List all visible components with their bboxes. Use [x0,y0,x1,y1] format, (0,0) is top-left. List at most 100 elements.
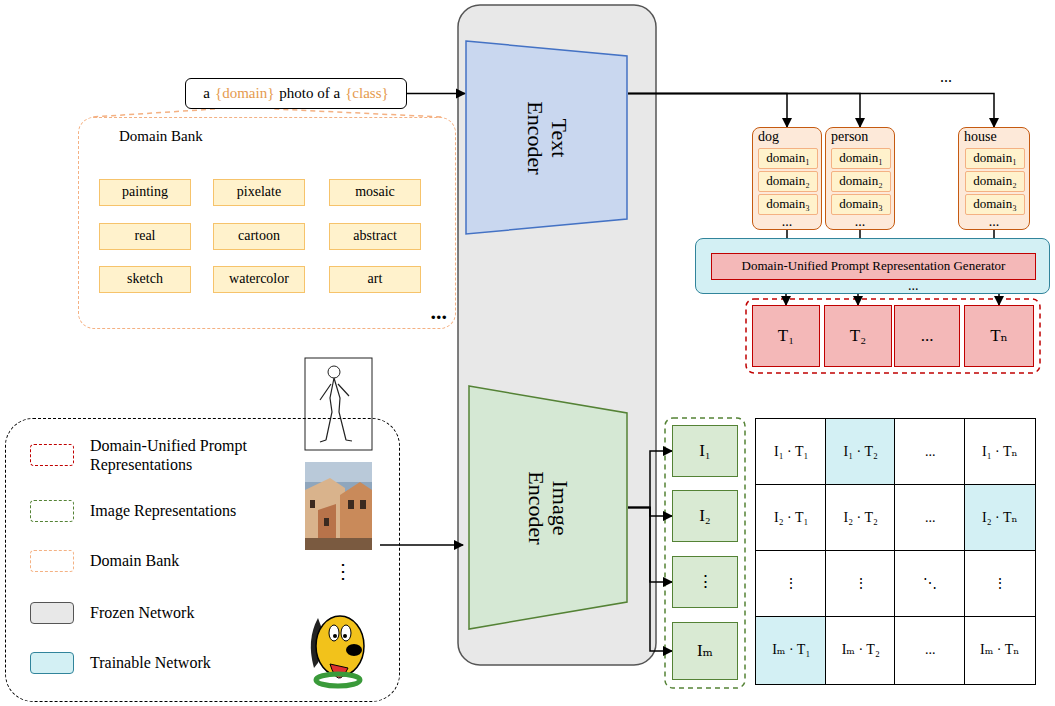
similarity-cell: ⋮ [755,550,828,619]
ellipsis-label: ⋮ [333,560,353,582]
node-text: I₂ · Tₙ [982,510,1018,526]
cartoon-image [311,616,364,686]
legend-text: Domain-Unified Prompt Representations [90,436,330,474]
trapezoid-outline [466,41,627,234]
prompt-representation: T₂ [824,305,892,367]
similarity-cell: Iₘ · T₁ [755,616,828,685]
domain-tag: domain₃ [831,194,891,215]
class-group: house... domain₁ domain₂ domain₃ [958,127,1030,230]
legend-swatch [30,652,74,674]
node-text: Image Encoder [524,453,572,563]
image-representation: Iₘ [672,622,738,680]
node-text: mosaic [355,184,395,200]
connector [628,508,672,652]
node-text: I₂ · T₂ [844,510,878,526]
image-group-outline [665,418,745,688]
node-text: cartoon [238,228,280,244]
node-text: domain₁ [973,151,1017,166]
node-text: real [135,228,156,244]
similarity-cell: ... [894,418,967,487]
domain-tag: domain₂ [965,171,1025,192]
node-text: Iₘ · T₂ [842,642,880,658]
similarity-cell: I₁ · Tₙ [964,418,1037,487]
domain-tag: watercolor [213,266,305,293]
node-text: domain₁ [839,151,883,166]
domain-tag: domain₃ [758,194,818,215]
legend-swatch [30,602,74,624]
connector [407,93,465,95]
encoder-trapezoid: Image Encoder [468,385,628,630]
image-representation: I₂ [672,490,738,542]
node-text: I₁ · T₂ [844,444,878,460]
node-text: T₁ [778,326,794,346]
node-text: {class} [345,85,389,102]
domain-bank: Domain Bank...paintingpixelatemosaicreal… [78,117,456,329]
node-text: ⋮ [697,572,714,592]
node-text: abstract [353,228,397,244]
node-text: domain₃ [839,197,883,212]
node-text: I₂ · T₁ [774,510,808,526]
painting-image [305,462,372,550]
similarity-cell: ⋱ [894,550,967,619]
trapezoid-outline [469,386,627,629]
node-text: ... [921,326,934,346]
connector [628,94,860,128]
legend-swatch [30,500,74,522]
connector [628,94,787,128]
domain-tag: mosaic [329,179,421,206]
connector [628,94,994,128]
domain-tag: domain₂ [831,171,891,192]
node-text: ... [925,510,936,526]
node-text: {domain} [215,85,274,102]
domain-tag: domain₁ [831,148,891,169]
image-input-arrow [380,544,463,546]
domain-tag: domain₁ [965,148,1025,169]
node-text: ... [908,280,919,292]
node-text: domain₃ [973,197,1017,212]
legend-swatch [30,550,74,572]
node-text: Text Encoder [522,83,570,193]
legend-text: Image Representations [90,501,330,520]
similarity-cell: I₂ · T₂ [825,484,898,553]
generator-panel: ... Domain-Unified Prompt Representation … [695,238,1050,294]
domain-tag: abstract [329,223,421,250]
node-text: Iₘ · Tₙ [980,642,1019,658]
connector [92,109,442,117]
node-text: ... [959,216,1029,228]
legend-swatch [30,444,74,466]
node-text: Domain-Unified Prompt Representation Gen… [742,259,1006,274]
node-text: Domain Bank [119,128,203,145]
node-text: Tₙ [990,326,1008,346]
similarity-cell: Iₘ · T₂ [825,616,898,685]
node-text: I₁ [699,441,711,461]
domain-tag: real [99,223,191,250]
legend-box: Domain-Unified Prompt RepresentationsIma… [5,418,400,702]
prompt-representation: T₁ [752,305,820,367]
legend-text: Frozen Network [90,603,330,622]
domain-tag: art [329,266,421,293]
domain-tag: domain₂ [758,171,818,192]
generator-box: Domain-Unified Prompt Representation Gen… [711,253,1036,280]
prompt-representation: Tₙ [964,305,1034,367]
node-text: ... [753,216,821,228]
frozen-panel [458,5,656,665]
prompt-representation: ... [894,305,960,367]
domain-tag: domain₁ [758,148,818,169]
node-text: ... [925,642,936,658]
node-text: domain₁ [766,151,810,166]
domain-tag: domain₃ [965,194,1025,215]
node-text: Iₘ · T₁ [772,642,810,658]
node-text: ... [826,216,894,228]
node-text: domain₂ [766,174,810,189]
node-text: I₁ · T₁ [774,444,808,460]
node-text: photo of a [279,85,340,102]
node-text: Iₘ [697,641,713,661]
node-text: ⋮ [854,576,868,592]
similarity-cell: I₂ · Tₙ [964,484,1037,553]
prompt-group-outline [746,299,1040,373]
image-representation: I₁ [672,425,738,477]
node-text: house [964,129,997,145]
legend-text: Trainable Network [90,653,330,672]
similarity-cell: I₁ · T₂ [825,418,898,487]
